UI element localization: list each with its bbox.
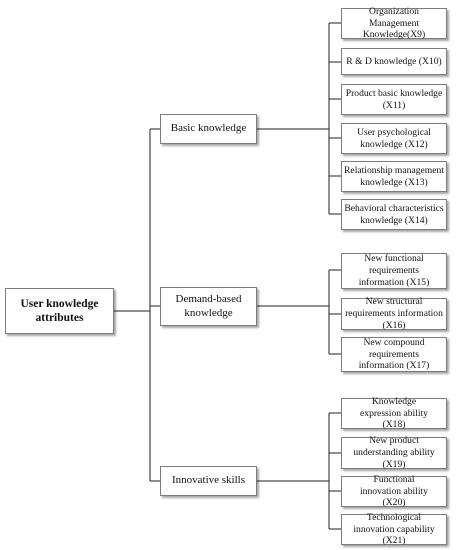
leaf-label: Relationship management knowledge (X13) [344,164,444,188]
category-node-basic-knowledge: Basic knowledge [160,114,257,144]
leaf-node-x10: R & D knowledge (X10) [341,48,447,75]
category-label: Innovative skills [171,474,246,487]
leaf-label: Technological innovation capability (X21… [353,511,435,547]
category-label: Demand-based knowledge [175,293,242,319]
category-node-demand-based-knowledge: Demand-based knowledge [160,287,257,326]
category-node-innovative-skills: Innovative skills [160,466,257,496]
leaf-node-x19: New product understanding ability (X19) [341,435,447,470]
leaf-label: Product basic knowledge (X11) [345,87,443,111]
leaf-node-x11: Product basic knowledge (X11) [341,84,447,115]
leaf-label: User psychological knowledge (X12) [357,126,431,150]
root-node: User knowledge attributes [5,288,114,334]
leaf-node-x13: Relationship management knowledge (X13) [341,161,447,192]
leaf-node-x9: Organization Management Knowledge(X9) [341,5,447,41]
leaf-node-x12: User psychological knowledge (X12) [341,123,447,154]
leaf-label: Knowledge expression ability (X18) [360,395,428,431]
leaf-label: New product understanding ability (X19) [353,435,435,470]
leaf-node-x14: Behavioral characteristics knowledge (X1… [341,199,447,230]
leaf-label: New structural requirements information … [345,296,443,331]
leaf-label: New functional requirements information … [358,253,430,288]
root-node-label: User knowledge attributes [20,297,99,324]
leaf-node-x18: Knowledge expression ability (X18) [341,395,447,431]
leaf-node-x16: New structural requirements information … [341,296,447,331]
leaf-label: Behavioral characteristics knowledge (X1… [344,202,444,226]
leaf-label: R & D knowledge (X10) [346,55,442,67]
leaf-label: Organization Management Knowledge(X9) [362,5,426,41]
leaf-node-x17: New compound requirements information (X… [341,337,447,372]
leaf-label: Functional innovation ability (X20) [360,473,428,509]
leaf-node-x20: Functional innovation ability (X20) [341,473,447,509]
leaf-node-x21: Technological innovation capability (X21… [341,511,447,547]
leaf-label: New compound requirements information (X… [358,336,430,372]
category-label: Basic knowledge [170,122,247,135]
leaf-node-x15: New functional requirements information … [341,253,447,289]
